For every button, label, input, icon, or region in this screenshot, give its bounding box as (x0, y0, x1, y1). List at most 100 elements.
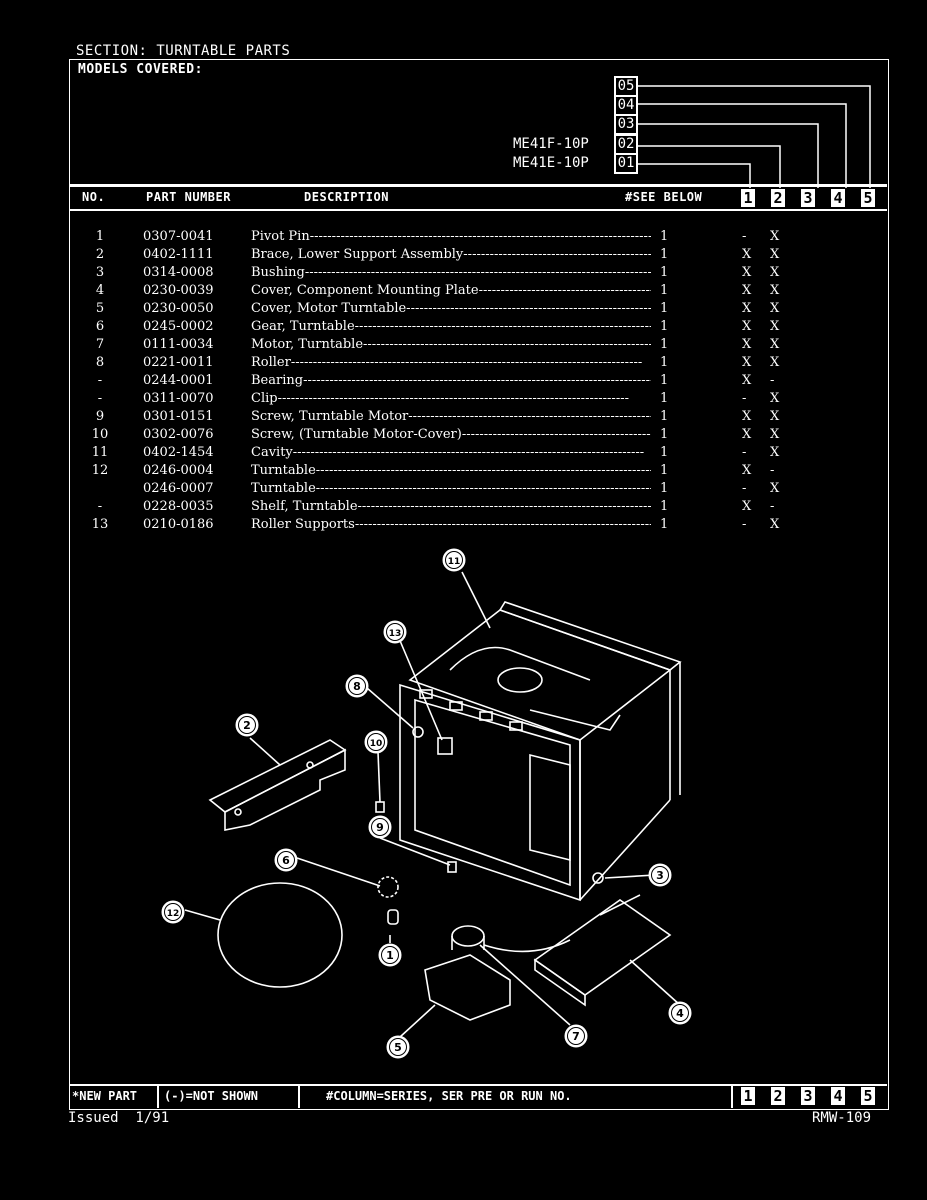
part-description: Turntable-------------------------------… (251, 463, 651, 478)
series-2-mark: - (770, 499, 775, 514)
model-code-03: 03 (616, 116, 636, 133)
series-2-mark: X (770, 247, 780, 262)
part-number: 0301-0151 (143, 409, 214, 424)
series-1-mark: X (742, 283, 752, 298)
part-quantity: 1 (660, 445, 669, 460)
model-code-01: 01 (616, 155, 636, 172)
document-id: RMW-109 (812, 1110, 872, 1126)
part-no: 2 (95, 247, 105, 262)
series-1-mark: X (742, 499, 752, 514)
series-1-mark: X (742, 355, 752, 370)
part-description: Roller----------------------------------… (251, 355, 643, 370)
header-separator (70, 184, 887, 187)
footer-new-part: *NEW PART (72, 1089, 138, 1103)
series-1-mark: - (742, 229, 747, 244)
svg-text:1: 1 (386, 949, 394, 962)
part-number: 0111-0034 (143, 337, 214, 352)
part-quantity: 1 (660, 427, 669, 442)
header-column-2: 2 (771, 189, 785, 207)
part-number: 0402-1454 (143, 445, 214, 460)
svg-text:13: 13 (389, 629, 402, 639)
header-column-5: 5 (861, 189, 875, 207)
part-quantity: 1 (660, 355, 669, 370)
part-description: Pivot Pin-------------------------------… (251, 229, 651, 244)
part-quantity: 1 (660, 499, 669, 514)
svg-text:5: 5 (394, 1041, 402, 1054)
header-description: DESCRIPTION (304, 190, 389, 204)
part-no: 4 (95, 283, 105, 298)
header-column-1: 1 (741, 189, 755, 207)
series-1-mark: - (742, 445, 747, 460)
svg-text:8: 8 (353, 680, 361, 693)
series-1-mark: X (742, 247, 752, 262)
series-1-mark: - (742, 391, 747, 406)
part-quantity: 1 (660, 283, 669, 298)
part-number: 0246-0004 (143, 463, 214, 478)
part-description: Screw, Turntable Motor------------------… (251, 409, 651, 424)
motor-part (451, 925, 571, 953)
series-1-mark: X (742, 319, 752, 334)
part-description: Turntable-------------------------------… (251, 481, 651, 496)
header-part-number: PART NUMBER (146, 190, 231, 204)
part-description: Roller Supports-------------------------… (251, 517, 651, 532)
screw-9-part (447, 861, 457, 873)
callout-7: 7 (564, 1024, 588, 1048)
series-1-mark: X (742, 409, 752, 424)
callout-1: 1 (378, 943, 402, 967)
svg-text:6: 6 (282, 854, 290, 867)
part-no: - (97, 391, 103, 406)
bushing-part (592, 872, 604, 884)
part-description: Bushing---------------------------------… (251, 265, 651, 280)
part-quantity: 1 (660, 229, 669, 244)
footer-column-note: #COLUMN=SERIES, SER PRE OR RUN NO. (326, 1089, 572, 1103)
callout-5: 5 (386, 1035, 410, 1059)
model-connector-lines (638, 85, 871, 188)
header-column-4: 4 (831, 189, 845, 207)
callout-6: 6 (274, 848, 298, 872)
part-number: 0314-0008 (143, 265, 214, 280)
header-see-below: #SEE BELOW (625, 190, 703, 204)
series-2-mark: X (770, 445, 780, 460)
svg-text:11: 11 (448, 557, 461, 567)
part-description: Clip------------------------------------… (251, 391, 629, 406)
footer-divider-3 (731, 1085, 733, 1108)
callout-2: 2 (235, 713, 259, 737)
callout-3: 3 (648, 863, 672, 887)
part-no: - (97, 373, 103, 388)
part-no: 13 (91, 517, 109, 532)
header-separator-2 (70, 209, 887, 211)
model-code-02: 02 (616, 136, 636, 153)
cavity-part (399, 601, 682, 902)
mounting-plate-part (533, 894, 672, 1007)
model-name: ME41E-10P (513, 155, 589, 171)
part-number: 0302-0076 (143, 427, 214, 442)
part-number: 0402-1111 (143, 247, 214, 262)
series-2-mark: - (770, 373, 775, 388)
roller-supports-part (437, 737, 453, 755)
callout-13: 13 (383, 620, 407, 644)
footer-column-4: 4 (831, 1087, 845, 1105)
part-no: 6 (95, 319, 105, 334)
part-quantity: 1 (660, 481, 669, 496)
part-number: 0221-0011 (143, 355, 214, 370)
footer-not-shown: (-)=NOT SHOWN (164, 1089, 258, 1103)
series-2-mark: X (770, 517, 780, 532)
table-row: 12 0246-0004 Turntable--------------------… (0, 462, 927, 480)
footer-column-3: 3 (801, 1087, 815, 1105)
footer-divider-2 (298, 1085, 300, 1108)
series-2-mark: X (770, 409, 780, 424)
part-no: 5 (95, 301, 105, 316)
series-1-mark: X (742, 373, 752, 388)
footer-separator (70, 1084, 887, 1086)
part-no: 12 (91, 463, 109, 478)
part-quantity: 1 (660, 463, 669, 478)
part-description: Bearing---------------------------------… (251, 373, 651, 388)
part-number: 0245-0002 (143, 319, 214, 334)
part-number: 0230-0050 (143, 301, 214, 316)
